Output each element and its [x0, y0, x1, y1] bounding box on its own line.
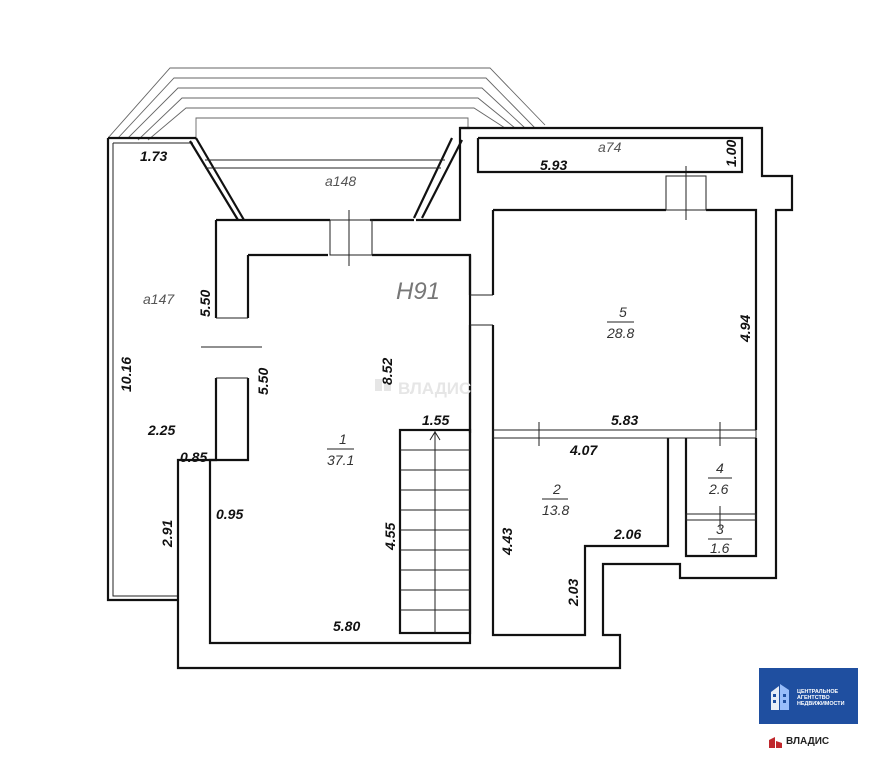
terrace-left-outline	[106, 138, 178, 602]
room-4-label: 4 2.6	[708, 460, 732, 497]
dim-1-00: 1.00	[723, 140, 739, 167]
dim-8-52: 8.52	[379, 358, 395, 385]
dim-5-83: 5.83	[611, 412, 638, 428]
dim-2-91: 2.91	[159, 520, 175, 548]
dim-2-25: 2.25	[147, 422, 175, 438]
partition-4-3	[685, 506, 757, 528]
dim-5-80: 5.80	[333, 618, 360, 634]
brand-name: ВЛАДИС	[786, 736, 830, 747]
dim-4-07: 4.07	[569, 442, 598, 458]
svg-text:37.1: 37.1	[327, 452, 354, 468]
logo-building-icon	[771, 684, 789, 710]
dim-0-95: 0.95	[216, 506, 243, 522]
dim-4-43: 4.43	[499, 528, 515, 556]
svg-text:13.8: 13.8	[542, 502, 569, 518]
room-1-label: 1 37.1	[327, 431, 354, 468]
svg-text:1: 1	[339, 431, 347, 447]
svg-text:ВЛАДИС: ВЛАДИС	[398, 379, 471, 398]
dim-5-50-outer: 5.50	[197, 290, 213, 317]
svg-text:3: 3	[716, 521, 724, 537]
svg-text:4: 4	[716, 460, 724, 476]
vladis-mark-icon	[769, 737, 782, 748]
area-a148: а148	[325, 173, 356, 189]
outer-wall	[176, 126, 794, 670]
window-left	[201, 317, 262, 379]
window-top	[329, 210, 373, 266]
roof-outline	[107, 67, 546, 141]
dim-2-03: 2.03	[565, 579, 581, 607]
dim-5-50-inner: 5.50	[255, 368, 271, 395]
balcony-outline	[476, 136, 744, 174]
dim-1-73: 1.73	[140, 148, 167, 164]
floor-label: Н91	[396, 278, 440, 305]
terrace-top-outline	[189, 137, 245, 221]
dim-1-55: 1.55	[422, 412, 449, 428]
room-5-label: 5 28.8	[606, 304, 634, 341]
svg-text:28.8: 28.8	[606, 325, 634, 341]
stair-arrow-icon	[429, 431, 441, 452]
svg-text:1.6: 1.6	[710, 540, 730, 556]
svg-text:2.6: 2.6	[708, 481, 729, 497]
dim-2-06: 2.06	[613, 526, 641, 542]
area-a74: а74	[598, 139, 622, 155]
room-3-label: 3 1.6	[708, 521, 732, 556]
logo-text: ЦЕНТРАЛЬНОЕ АГЕНТСТВО НЕДВИЖИМОСТИ	[797, 689, 845, 708]
dim-0-85: 0.85	[180, 449, 207, 465]
svg-text:5: 5	[619, 304, 627, 320]
vladis-mark-icon	[375, 379, 391, 391]
dim-4-55: 4.55	[382, 523, 398, 551]
dim-10-16: 10.16	[118, 357, 134, 392]
dim-4-94: 4.94	[737, 315, 753, 343]
dim-5-93: 5.93	[540, 157, 567, 173]
agency-logo: ЦЕНТРАЛЬНОЕ АГЕНТСТВО НЕДВИЖИМОСТИ	[759, 668, 858, 724]
room-4-outline	[684, 438, 758, 558]
partition-5-2	[492, 422, 757, 446]
watermark: ВЛАДИС	[375, 379, 471, 398]
room-2-label: 2 13.8	[542, 481, 569, 518]
svg-text:2: 2	[552, 481, 561, 497]
room-5-outline	[493, 208, 758, 430]
area-a147: а147	[143, 291, 175, 307]
staircase	[398, 428, 472, 635]
